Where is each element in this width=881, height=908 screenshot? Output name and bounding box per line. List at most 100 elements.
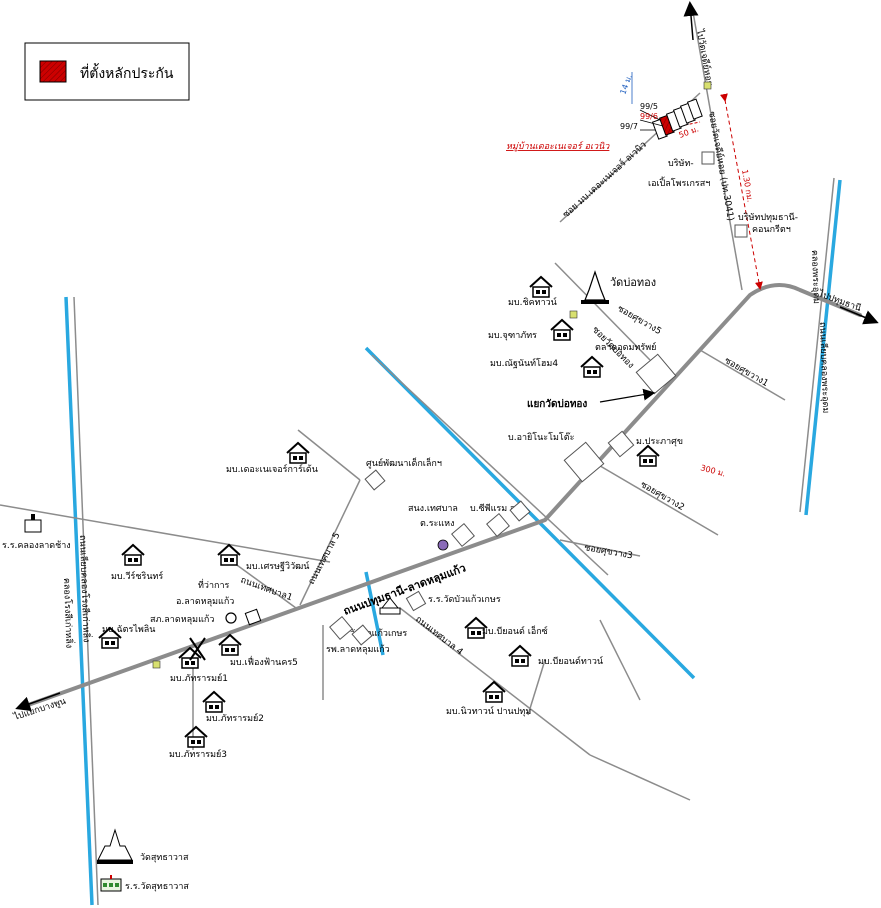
- label-mb-nat-home4: มบ.ณัฐนันท์โฮม4: [490, 357, 558, 369]
- house-icon: [184, 726, 208, 748]
- road-tessaban4: [399, 607, 591, 756]
- building-apple: [701, 151, 715, 165]
- label-tessaban4: ถนนเทศบาล 4: [413, 614, 465, 657]
- label-sukhapracha1: ซอยศุขวาง1: [723, 356, 770, 389]
- label-mb-pattaram3: มบ.ภัทรารมย์3: [169, 748, 227, 760]
- label-mb-setthawiwat: มบ.เศรษฐีวิวัฒน์: [246, 560, 310, 572]
- label-rr-wat-bua: ร.ร.วัดบัวแก้วเกษร: [428, 594, 501, 605]
- label-rr-wat-sutharawat: ร.ร.วัดสุทธาวาส: [125, 882, 189, 892]
- label-tessaban-office: สนง.เทศบาล: [408, 504, 458, 514]
- canal-right: [804, 179, 842, 516]
- road-sign-icon: [152, 660, 161, 669]
- label-road-right-canal: ถนนเลียบคลองพระอุดม: [817, 322, 831, 414]
- canal-short: [364, 571, 385, 656]
- road-tessaban5b: [299, 479, 361, 606]
- road-left-canal: [73, 296, 99, 906]
- label-rr-klong-lad: ร.ร.คลองลาดช้าง: [2, 540, 71, 551]
- project-name: หมู่บ้านเดอะเนเจอร์ อเวนิว: [506, 141, 610, 152]
- house-icon: [202, 691, 226, 713]
- label-mb-biyond-dex: มบ.บียอนด์ เอ็กซ์: [482, 624, 548, 637]
- road-6: [527, 659, 546, 716]
- label-wat-sutharawat: วัดสุทธาวาส: [140, 853, 189, 863]
- measure-1-3km: 1.30 กม.: [740, 169, 755, 203]
- junction-x-icon: [189, 637, 206, 661]
- arrow-to-left: [15, 692, 61, 712]
- parcel-99-6: 99/6: [640, 112, 658, 121]
- road-1: [371, 354, 609, 576]
- parcel-strip: [651, 98, 703, 140]
- label-t-rahaeng: ต.ระแหง: [420, 519, 455, 529]
- label-amphoe: อ.ลาดหลุมแก้ว: [176, 596, 234, 607]
- road-right-canal: [799, 177, 835, 513]
- house-icon: [286, 442, 310, 464]
- label-company-concrete-l2: คอนกรีตฯ: [752, 224, 791, 235]
- label-b-cpram: บ.ซีพีแรม จก.: [470, 503, 524, 514]
- police-icon: [225, 612, 237, 624]
- school-sutharawat-icon: [100, 875, 122, 892]
- label-mb-prapasuk: ม.ประภาศุข: [636, 437, 683, 447]
- label-tessaban1: ถนนเทศบาล1: [239, 575, 294, 603]
- building-araimoto: [563, 441, 605, 483]
- road-sign-icon: [569, 310, 578, 319]
- canal-left: [64, 296, 94, 906]
- label-company-apple-l1: บริษัท-: [668, 158, 694, 169]
- label-to-top: ไปวัดเจดีย์หอย: [694, 27, 716, 86]
- road-sukhapracha2: [589, 459, 719, 536]
- label-police: สภ.ลาดหลุมแก้ว: [150, 614, 214, 625]
- building-talad: [635, 353, 677, 395]
- house-icon: [508, 645, 532, 667]
- main-road: [26, 283, 862, 707]
- label-wat-bua-kaew: วัดบัวแก้วเกษร: [350, 628, 407, 639]
- measure-300m: 300 ม.: [699, 463, 726, 478]
- house-icon: [482, 681, 506, 703]
- house-icon: [218, 634, 242, 656]
- house-icon: [580, 356, 604, 378]
- temple-bua-kaew-icon: [379, 597, 401, 615]
- house-icon: [636, 445, 660, 467]
- arrow-to-right: [839, 306, 879, 325]
- label-soi-wat-chedi-hoi: ซอยวัดเจดีย์หอย (ปท.3041): [706, 110, 737, 221]
- road-5: [599, 619, 641, 701]
- legend-swatch: [39, 60, 67, 83]
- building-child-center: [364, 469, 386, 491]
- arrow-to-top: [683, 1, 699, 41]
- label-mb-chatraphan: มบ.ฉัตรไพลิน: [102, 624, 155, 635]
- building-hospital: [329, 616, 353, 640]
- label-talad: ตลาดอุดมทรัพย์: [595, 341, 656, 353]
- label-mb-chic-town: มบ.ชิคทาวน์: [508, 296, 557, 308]
- legend-label: ที่ตั้งหลักประกัน: [80, 63, 174, 82]
- road-sign-icon: [703, 81, 712, 90]
- label-araimoto: บ.อายิโนะโมโต๊ะ: [508, 432, 575, 443]
- road-2: [0, 504, 331, 563]
- house-icon: [529, 276, 553, 298]
- road-sukhapracha3: [559, 539, 641, 557]
- label-mb-biyond-town: มบ.บียอนด์ทาวน์: [538, 655, 603, 667]
- label-canal-right: คลองพระอุดม: [809, 250, 821, 305]
- measure-14m: 14 ม.: [618, 73, 633, 95]
- measure-1-3km-line: [719, 93, 763, 290]
- label-yaek-wat-bo-thong: แยกวัดบ่อทอง: [527, 398, 587, 410]
- label-mb-niw-town: มบ.นิวทาวน์ ปานปทุม: [446, 705, 531, 717]
- label-district-office: ที่ว่าการ: [198, 578, 230, 591]
- seal-icon: [437, 539, 449, 551]
- legend: ที่ตั้งหลักประกัน: [24, 42, 190, 101]
- label-company-concrete-l1: บริษัทปทุมธานี-: [738, 212, 798, 223]
- building-concrete: [734, 224, 748, 238]
- arrow-yaek: [599, 388, 656, 403]
- road-4: [589, 754, 691, 801]
- house-icon: [550, 319, 574, 341]
- label-mb-the-nature-garden: มบ.เดอะเนเจอร์การ์เด้น: [226, 463, 318, 475]
- road-sukhapracha5: [554, 262, 651, 361]
- label-canal-left: คลองโรงสีเก่าหลิ่ง: [61, 578, 76, 649]
- house-icon: [121, 544, 145, 566]
- house-icon: [217, 544, 241, 566]
- temple-sutharawat-icon: [97, 828, 133, 864]
- road-tessaban1: [229, 559, 297, 609]
- temple-bo-thong-icon: [581, 270, 609, 304]
- label-sukhapracha2: ซอยศุขวาง2: [639, 480, 686, 513]
- road-sukhapracha1: [699, 349, 786, 401]
- label-hospital: รพ.ลาดหลุมแก้ว: [326, 644, 390, 655]
- school-icon: [24, 514, 42, 533]
- parcel-99-5: 99/5: [640, 102, 658, 111]
